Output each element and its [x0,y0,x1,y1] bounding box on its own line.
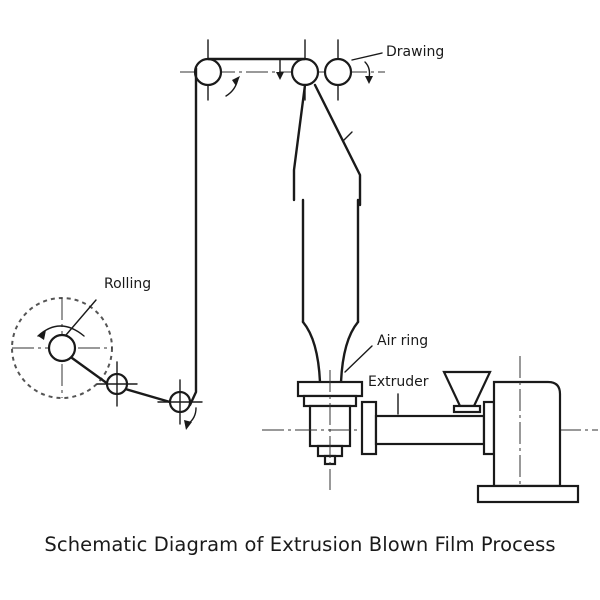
drawing-roller-assembly [180,39,385,101]
rolling-winder [11,297,203,430]
air-ring-die [296,370,364,490]
extruder [262,356,598,504]
rolling-label: Rolling [104,276,151,292]
drawing-leader [351,52,383,61]
drawing-label: Drawing [386,44,444,60]
diagram-caption: Schematic Diagram of Extrusion Blown Fil… [44,533,555,556]
rolling-leader [65,299,97,336]
extruder-label: Extruder [368,374,429,390]
guide-roller-top-left [193,57,223,87]
nip-roller-right [323,57,353,87]
nip-roller-left [290,57,320,87]
film-path [188,66,198,407]
air-ring-leader [344,345,373,373]
film-bubble [292,83,362,384]
air-ring-label: Air ring [377,333,428,349]
